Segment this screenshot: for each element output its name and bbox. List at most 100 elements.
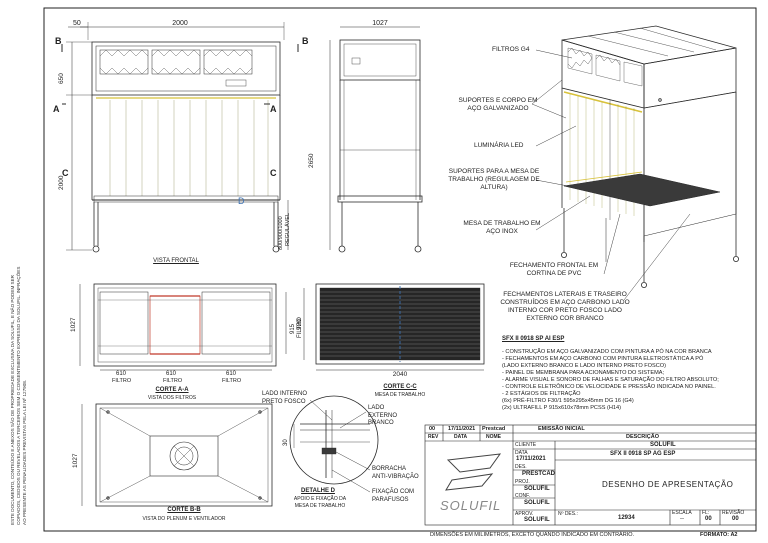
tb-escala: --: [680, 516, 684, 522]
detail-d-title: DETALHE D: [301, 488, 335, 494]
filter-dim-610-3: 610: [226, 371, 237, 377]
front-dim-work-height: 800/900/1000: [278, 216, 284, 250]
specs-line: - PAINEL DE MEMBRANA PARA ACIONAMENTO DO…: [502, 370, 665, 376]
section-mark-b-right: B: [302, 36, 309, 46]
filter-view: [79, 283, 287, 371]
tb-lbl-cliente: CLIENTE: [515, 442, 537, 448]
detail-mark-d: D: [238, 196, 245, 206]
side-view: [329, 26, 423, 253]
tb-conf: SOLUFIL: [524, 500, 550, 506]
filter-dim-610-2: 610: [166, 371, 177, 377]
specs-line: - FECHAMENTOS EM AÇO CARBONO COM PINTURA…: [502, 356, 704, 362]
title-block: [424, 424, 757, 526]
specs-line: - 2 ESTÁGIOS DE FILTRAÇÃO: [502, 391, 581, 397]
section-bb: [81, 403, 273, 507]
tb-lbl-ndes: Nº DES.:: [558, 511, 578, 517]
brand-logo-mark: [445, 453, 502, 491]
section-cc: [303, 283, 485, 371]
detail-d-callout-inner: LADO INTERNO PRETO FOSCO: [262, 391, 308, 405]
tb-revisao: 00: [732, 516, 739, 522]
detail-d-subtitle: APOIO E FIXAÇÃO DA MESA DE TRABALHO: [293, 496, 347, 509]
footer-format: FORMATO: A2: [700, 532, 738, 538]
tb-lbl-conf: CONF.: [515, 493, 530, 499]
bb-subtitle: VISTA DO PLENUM E VENTILADOR: [142, 516, 226, 522]
iso-label-table: MESA DE TRABALHO EM AÇO INOX: [463, 220, 541, 235]
specs-line: - CONSTRUÇÃO EM AÇO GALVANIZADO COM PINT…: [502, 349, 712, 355]
specs-line: (2x) ULTRAFILL P 915x610x78mm PCSS (H14): [502, 405, 621, 411]
cc-dim-920: 920: [296, 319, 303, 330]
tb-fl: 00: [705, 516, 712, 522]
tb-rev-desc: EMISSÃO INICIAL: [538, 426, 585, 432]
front-dim-2000: 2000: [58, 175, 65, 190]
section-mark-b-left: B: [55, 36, 62, 46]
side-dim-depth: 1027: [372, 20, 388, 27]
tb-lbl-proj: PROJ.: [515, 479, 530, 485]
cc-title: CORTE C-C: [383, 384, 417, 390]
iso-label-front-closure: FECHAMENTO FRONTAL EM CORTINA DE PVC: [509, 262, 599, 277]
bb-dim-1027: 1027: [72, 453, 79, 468]
specs-model: SFX II 0918 SP AI ESP: [502, 336, 565, 342]
filter-bottom-label-3: FILTRO: [222, 378, 242, 384]
side-legal-note: ESTE DOCUMENTO, CONTEÚDO E ANEXOS SÃO DE…: [10, 266, 27, 525]
filter-view-subtitle: VISTA DOS FILTROS: [147, 395, 197, 401]
tb-lbl-escala: ESCALA: [672, 510, 692, 516]
front-dim-2650: 2650: [308, 153, 315, 168]
section-mark-a-right: A: [270, 104, 277, 114]
tb-h-rev: REV: [428, 434, 439, 440]
specs-line: (LADO EXTERNO BRANCO E LADO INTERNO PRET…: [502, 363, 667, 369]
filter-dim-1027: 1027: [70, 317, 77, 332]
filter-bottom-label-1: FILTRO: [112, 378, 132, 384]
tb-data: 17/11/2021: [516, 456, 546, 462]
detail-d: [289, 395, 379, 493]
detail-d-callout-rubber: BORRACHA ANTI-VIBRAÇÃO: [372, 466, 419, 480]
filter-view-title: CORTE A-A: [155, 387, 189, 393]
section-mark-c-left: C: [62, 168, 69, 178]
front-dim-650: 650: [58, 73, 65, 84]
bb-title: CORTE B-B: [167, 507, 201, 513]
sheet-border: [43, 7, 757, 532]
iso-label-filters: FILTROS G4: [492, 46, 530, 53]
detail-d-callout-outer: LADO EXTERNO BRANCO: [368, 405, 398, 426]
footer-note: DIMENSÕES EM MILIMETROS, EXCETO QUANDO I…: [430, 532, 635, 538]
tb-rev: 00: [429, 426, 436, 432]
section-mark-a-left: A: [53, 104, 60, 114]
tb-drawing-title: DESENHO DE APRESENTAÇÃO: [602, 480, 734, 489]
iso-leader-lines: [531, 49, 691, 301]
front-work-height-label: REGULÁVEL: [285, 212, 291, 246]
isometric-view: [561, 25, 740, 288]
section-mark-c-right: C: [270, 168, 277, 178]
iso-label-side-closure: FECHAMENTOS LATERAIS E TRASEIRO CONSTRUÍ…: [500, 291, 630, 322]
filter-bottom-label-2: FILTRO: [163, 378, 183, 384]
filter-dim-610-1: 610: [116, 371, 127, 377]
tb-lbl-revisao: REVISÃO: [722, 510, 745, 516]
tb-des: PRESTCAD: [522, 471, 556, 477]
front-dim-50: 50: [73, 20, 81, 27]
tb-model-code: SFX II 0918 SP AG ESP: [610, 451, 676, 457]
specs-line: - CONTROLE ELETRÔNICO DE VELOCIDADE E PR…: [502, 384, 716, 390]
tb-lbl-fl: FL:: [702, 510, 710, 516]
front-dim-width: 2000: [172, 20, 188, 27]
specs-line: - ALARME VISUAL E SONORO DE FALHAS E SAT…: [502, 377, 719, 383]
front-view-title: VISTA FRONTAL: [153, 258, 199, 264]
tb-lbl-des: DES.: [515, 464, 527, 470]
tb-h-data: DATA: [454, 434, 468, 440]
tb-proj: SOLUFIL: [524, 486, 550, 492]
tb-rev-date: 17/11/2021: [448, 426, 476, 432]
cc-subtitle: MESA DE TRABALHO: [374, 392, 426, 398]
tb-lbl-data: DATA: [515, 450, 528, 456]
iso-label-table-supports: SUPORTES PARA A MESA DE TRABALHO (REGULA…: [448, 168, 540, 191]
tb-lbl-aprov: APROV.: [515, 511, 534, 517]
tb-aprov: SOLUFIL: [524, 517, 550, 523]
tb-ndes: 12934: [618, 515, 635, 521]
tb-cliente: SOLUFIL: [650, 442, 676, 448]
iso-label-supports: SUPORTES E CORPO EM AÇO GALVANIZADO: [458, 97, 538, 112]
detail-d-dim-30: 30: [283, 439, 289, 446]
cc-dim-2040: 2040: [392, 371, 408, 378]
detail-d-callout-screws: FIXAÇÃO COM PARAFUSOS: [372, 489, 415, 503]
specs-line: (6x) PRÉ-FILTRO F30/1 595x295x45mm DG 16…: [502, 398, 634, 404]
tb-h-desc: DESCRIÇÃO: [626, 434, 660, 440]
tb-brand: SOLUFIL: [440, 498, 502, 513]
tb-rev-by: Prestcad: [482, 426, 506, 432]
